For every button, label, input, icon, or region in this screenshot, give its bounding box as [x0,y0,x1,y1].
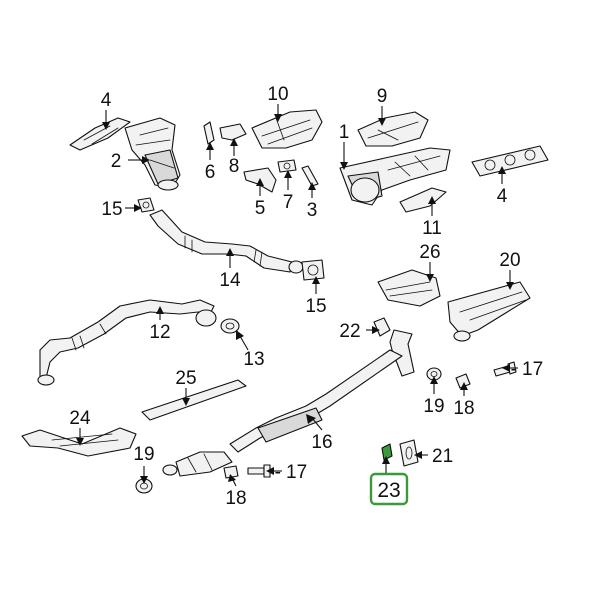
callout-9: 9 [377,86,388,107]
highlight-box [369,472,409,506]
part-21-insulator[interactable] [399,439,419,467]
part-15-upper-gasket[interactable] [137,197,155,213]
callout-17-upper: 17 [522,359,543,380]
part-9-heat-shield[interactable] [357,111,429,147]
callout-3: 3 [307,200,318,221]
callout-10: 10 [267,84,288,105]
part-18-lower-nut[interactable] [223,465,239,479]
callout-8: 8 [229,156,240,177]
callout-dash-upper: - [511,359,517,380]
callout-26: 26 [419,242,440,263]
part-7-gasket[interactable] [277,159,297,173]
part-22-hanger[interactable] [373,317,391,337]
part-23-bracket[interactable] [381,443,393,461]
part-26-heat-shield[interactable] [377,269,441,307]
part-25-heat-shield[interactable] [141,379,247,421]
part-20-muffler[interactable] [447,281,531,342]
callout-19-upper: 19 [423,396,444,417]
part-10-heat-shield[interactable] [251,109,323,149]
callout-dash-lower: - [275,462,281,483]
callout-15-upper: 15 [101,199,122,220]
callout-23: 23 [377,479,400,502]
callout-12: 12 [149,322,170,343]
part-13-clamp[interactable] [220,318,240,334]
callout-18-lower: 18 [225,488,246,509]
callout-19-lower: 19 [133,444,154,465]
callout-18-upper: 18 [453,398,474,419]
callout-13: 13 [243,349,264,370]
leader-lines [76,104,518,487]
callout-4-left: 4 [101,90,112,111]
callout-16: 16 [311,432,332,453]
callout-17-lower: 17 [286,462,307,483]
part-6-stud[interactable] [203,121,215,145]
callout-4-right: 4 [497,186,508,207]
callout-1: 1 [339,122,350,143]
callout-7: 7 [283,192,294,213]
callout-23-highlight[interactable]: 23 [369,472,409,506]
part-14-front-pipe[interactable] [149,209,304,274]
part-2-left-manifold[interactable] [124,117,181,191]
part-11-bracket[interactable] [399,187,447,213]
callout-6: 6 [205,162,216,183]
callout-24: 24 [69,408,91,429]
part-15-lower-gasket[interactable] [301,259,325,281]
callout-25: 25 [175,368,196,389]
callout-14: 14 [219,270,241,291]
part-4-left-gasket[interactable] [69,117,131,151]
part-4-right-gasket[interactable] [471,145,549,177]
part-24-heat-shield[interactable] [21,427,137,457]
callout-20: 20 [499,250,520,271]
part-12-intermediate-pipe[interactable] [37,299,217,386]
callout-15-lower: 15 [305,296,326,317]
part-3-stud[interactable] [301,165,319,187]
part-1-right-manifold[interactable] [339,147,451,206]
callout-11: 11 [422,218,442,239]
callout-2: 2 [111,151,122,172]
callout-22: 22 [339,321,360,342]
part-16-rear-pipe[interactable] [162,329,415,477]
callout-5: 5 [255,198,266,219]
callout-labels: 4 2 6 8 5 7 3 10 9 1 4 11 15 14 15 26 20… [69,84,543,509]
part-8-bracket[interactable] [219,123,247,141]
callout-21: 21 [432,446,453,467]
part-18-upper-nut[interactable] [455,373,471,389]
